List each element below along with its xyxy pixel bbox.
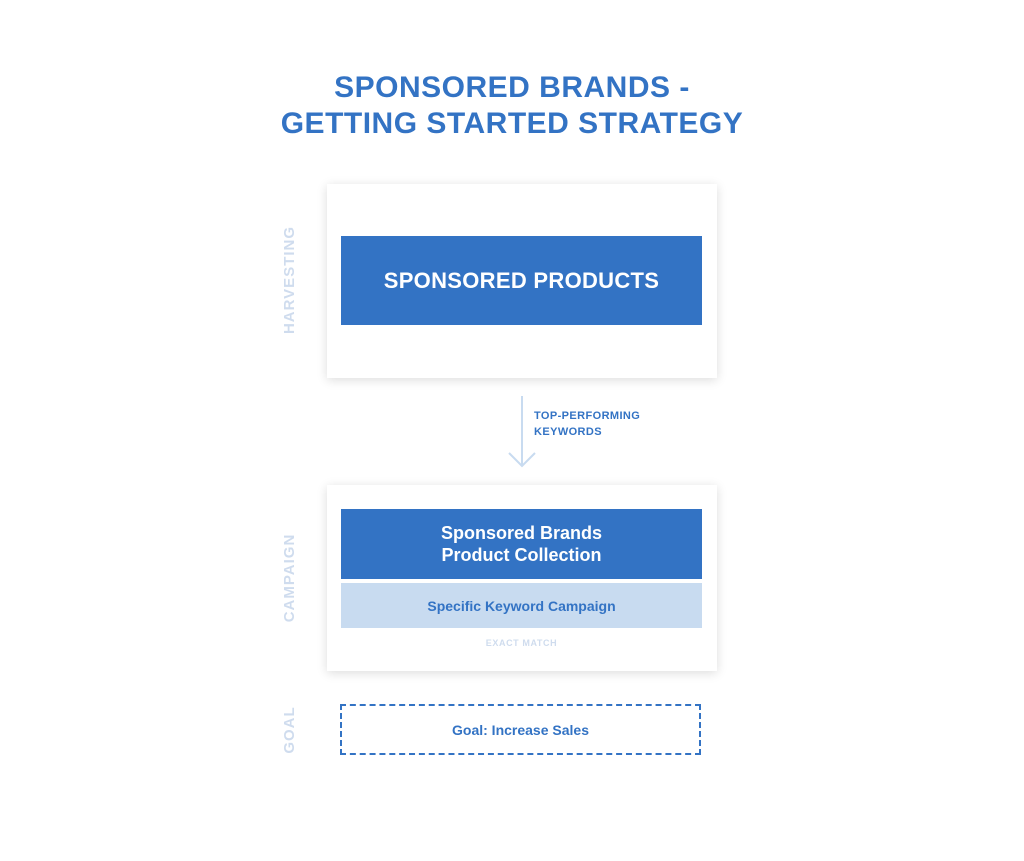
sponsored-brands-box: Sponsored Brands Product Collection <box>341 509 702 579</box>
keyword-campaign-box: Specific Keyword Campaign <box>341 583 702 628</box>
goal-box: Goal: Increase Sales <box>340 704 701 755</box>
sponsored-brands-line-1: Sponsored Brands <box>440 523 603 543</box>
sponsored-products-box: SPONSORED PRODUCTS <box>341 236 702 325</box>
title-line-1: SPONSORED BRANDS - <box>334 71 690 104</box>
diagram-title: SPONSORED BRANDS - GETTING STARTED STRAT… <box>0 70 1024 142</box>
title-line-2: GETTING STARTED STRATEGY <box>280 107 744 140</box>
stage-label-goal: GOAL <box>281 706 298 754</box>
match-type-label: EXACT MATCH <box>485 638 558 648</box>
down-arrow-icon <box>508 396 536 468</box>
arrow-label-line-1: TOP-PERFORMING <box>534 410 641 422</box>
sponsored-brands-line-2: Product Collection <box>441 545 602 565</box>
stage-label-campaign: CAMPAIGN <box>281 533 298 623</box>
arrow-label: TOP-PERFORMING KEYWORDS <box>534 408 640 440</box>
arrow-label-line-2: KEYWORDS <box>534 426 602 438</box>
stage-label-harvesting: HARVESTING <box>281 225 298 335</box>
